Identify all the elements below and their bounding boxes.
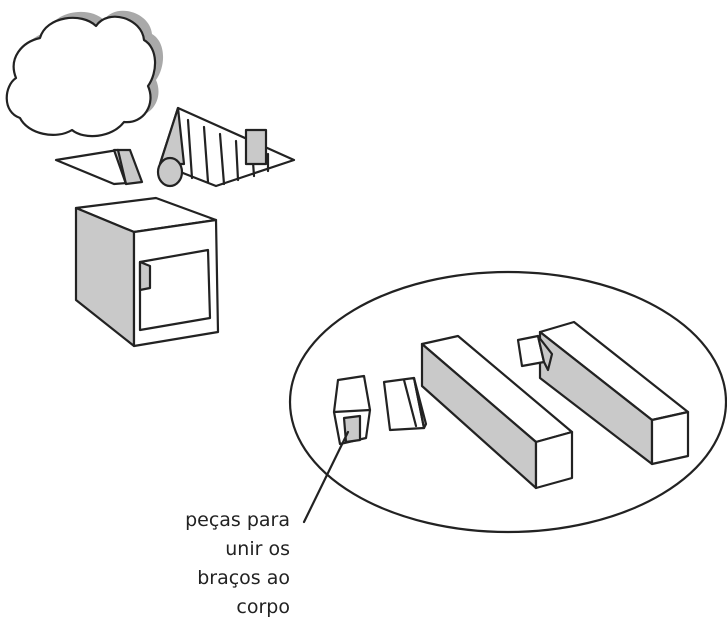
folded-tab-piece (54, 148, 144, 186)
arm-box-left (420, 334, 574, 490)
callout-label: peças para unir os braços ao corpo (150, 506, 290, 622)
connector-piece (332, 374, 372, 446)
arm-box-right (538, 320, 690, 466)
arm-tab-piece (516, 334, 554, 372)
callout-line-3: braços ao (197, 567, 290, 589)
cube-body-piece (74, 196, 220, 348)
callout-line-1: peças para (185, 509, 290, 531)
callout-leader-line (302, 430, 350, 524)
triangular-prism-piece (156, 106, 296, 188)
cloud-piece (5, 10, 164, 138)
callout-line-2: unir os (225, 538, 290, 560)
parts-group-ellipse (288, 270, 727, 534)
callout-line-4: corpo (236, 596, 290, 618)
small-tab-piece (382, 376, 428, 432)
